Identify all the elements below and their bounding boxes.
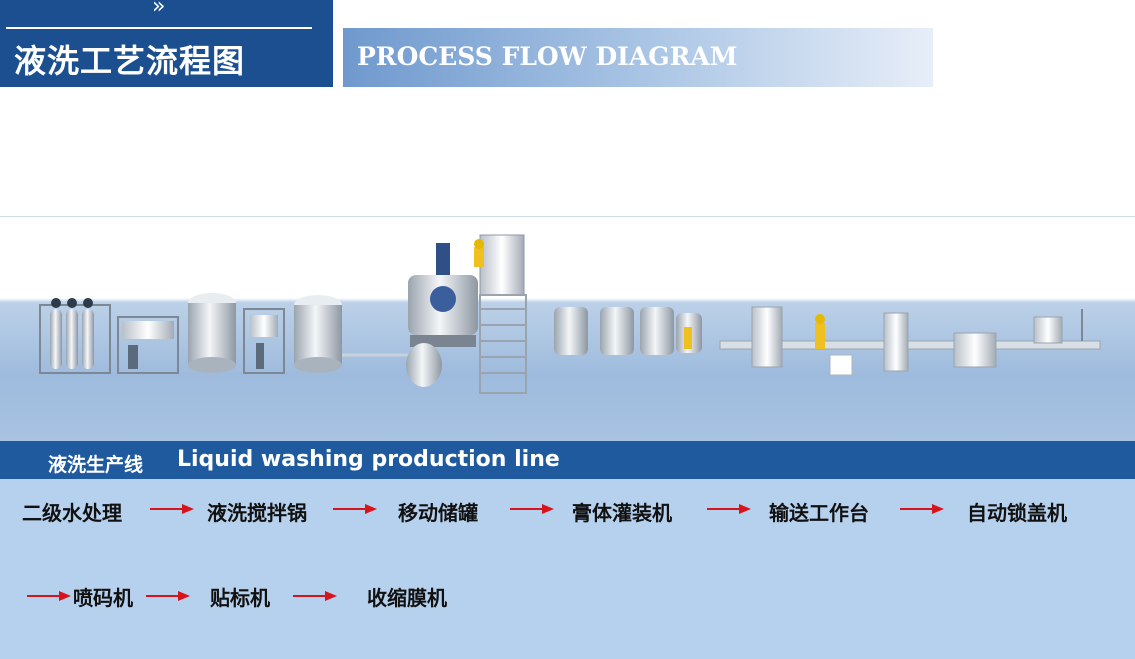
process-step: 贴标机	[210, 586, 270, 610]
process-step: 液洗搅拌锅	[207, 501, 307, 525]
process-step: 收缩膜机	[367, 586, 447, 610]
double-chevron-icon: »	[152, 0, 166, 19]
mixing-kettle	[406, 234, 527, 394]
arrow-right-icon	[333, 504, 377, 514]
page-title-en: PROCESS FLOW DIAGRAM	[357, 42, 738, 71]
production-line-illustration	[0, 216, 1135, 442]
arrow-right-icon	[900, 504, 944, 514]
mobile-tanks	[554, 307, 702, 355]
process-step: 自动锁盖机	[967, 501, 1067, 525]
storage-tank-1	[188, 293, 236, 373]
process-step: 二级水处理	[22, 501, 122, 525]
production-line-banner: 液洗生产线 Liquid washing production line	[0, 441, 1135, 479]
page-title-cn: 液洗工艺流程图	[14, 42, 246, 80]
banner-label-en: Liquid washing production line	[177, 447, 560, 472]
arrow-right-icon	[293, 591, 337, 601]
arrow-right-icon	[510, 504, 554, 514]
storage-tank-2	[294, 295, 342, 373]
arrow-right-icon	[707, 504, 751, 514]
process-step: 输送工作台	[769, 501, 869, 525]
title-en-bar: PROCESS FLOW DIAGRAM	[343, 28, 933, 87]
banner-label-cn: 液洗生产线	[48, 454, 144, 476]
arrow-right-icon	[27, 591, 71, 601]
process-step: 喷码机	[73, 586, 133, 610]
ro-unit	[243, 308, 285, 374]
arrow-right-icon	[146, 591, 190, 601]
title-panel: » 液洗工艺流程图	[0, 0, 333, 87]
water-treatment-unit	[39, 298, 179, 374]
process-step: 移动储罐	[398, 501, 478, 525]
production-line-drawing	[39, 234, 1101, 394]
conveyor-line	[719, 306, 1101, 376]
title-divider	[6, 27, 312, 29]
process-step: 膏体灌装机	[572, 501, 672, 525]
arrow-right-icon	[150, 504, 194, 514]
process-steps-panel: 二级水处理 液洗搅拌锅 移动储罐 膏体灌装机 输送工作台 自动锁盖机 喷码机 贴…	[0, 479, 1135, 659]
